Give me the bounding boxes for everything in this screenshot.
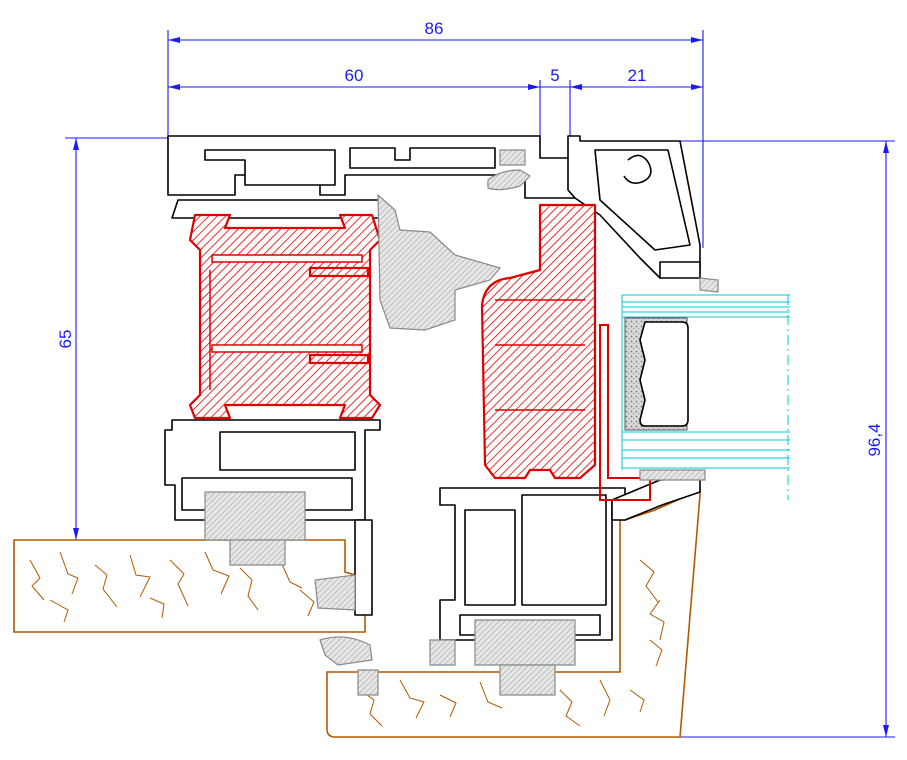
thermal-break-left [188, 213, 382, 420]
gaskets [204, 149, 719, 696]
sash-profile-right [439, 477, 701, 641]
thermal-break-right [480, 203, 651, 501]
dimension-label-gap: 5 [550, 66, 559, 85]
dimension-label-sash-width: 60 [345, 66, 364, 85]
dimension-label-sash-height: 65 [56, 330, 75, 349]
dimension-label-overall-width: 86 [425, 19, 444, 38]
outer-frame-profile [167, 135, 701, 279]
glazing-unit [621, 294, 790, 500]
dimension-label-bead-width: 21 [628, 66, 647, 85]
wood-sill-right [326, 488, 701, 738]
dimension-label-overall-height: 96,4 [865, 423, 884, 456]
wood-sill-left [13, 539, 366, 633]
